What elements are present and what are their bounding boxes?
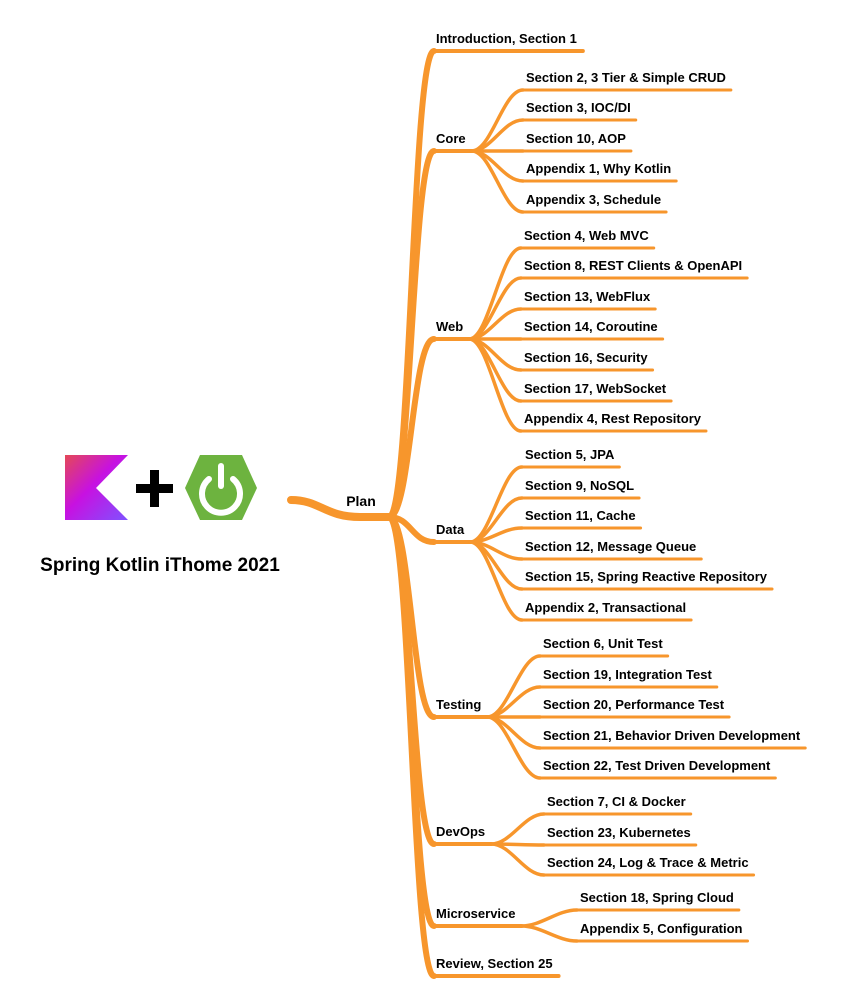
leaf-label: Appendix 1, Why Kotlin — [526, 161, 671, 176]
leaf-label: Section 8, REST Clients & OpenAPI — [524, 258, 742, 273]
leaf-label: Section 7, CI & Docker — [547, 794, 686, 809]
leaf-connector — [468, 465, 524, 544]
leaf-connector — [485, 654, 542, 719]
branch-connector — [386, 336, 437, 520]
leaf-label: Section 15, Spring Reactive Repository — [525, 569, 768, 584]
leaf-label: Section 4, Web MVC — [524, 228, 649, 243]
leaf-label: Section 23, Kubernetes — [547, 825, 691, 840]
leaf-label: Section 14, Coroutine — [524, 319, 658, 334]
leaf-connector — [467, 276, 523, 341]
leaf-label: Section 24, Log & Trace & Metric — [547, 855, 749, 870]
leaf-label: Section 20, Performance Test — [543, 697, 725, 712]
leaf-connector — [485, 715, 542, 780]
leaf-label: Section 9, NoSQL — [525, 478, 634, 493]
leaf-label: Appendix 2, Transactional — [525, 600, 686, 615]
leaf-connector — [489, 842, 546, 877]
leaf-label: Section 3, IOC/DI — [526, 100, 631, 115]
leaf-connector — [519, 908, 579, 928]
leaf-label: Section 6, Unit Test — [543, 636, 663, 651]
branch-connector — [386, 148, 437, 520]
branch-label: DevOps — [436, 824, 485, 839]
leaf-label: Appendix 5, Configuration — [580, 921, 743, 936]
leaf-label: Appendix 4, Rest Repository — [524, 411, 702, 426]
leaf-label: Section 10, AOP — [526, 131, 626, 146]
leaf-connector — [469, 149, 525, 214]
kotlin-logo-icon — [65, 455, 128, 520]
branch-label: Testing — [436, 697, 481, 712]
leaf-label: Section 2, 3 Tier & Simple CRUD — [526, 70, 726, 85]
spring-power-icon — [185, 455, 257, 520]
connector-lines — [287, 48, 807, 979]
branch-label: Microservice — [436, 906, 516, 921]
branch-label: Web — [436, 319, 463, 334]
caption-text: Spring Kotlin iThome 2021 — [40, 555, 280, 576]
leaf-label: Section 21, Behavior Driven Development — [543, 728, 801, 743]
leaf-label: Section 17, WebSocket — [524, 381, 667, 396]
leaf-label: Section 22, Test Driven Development — [543, 758, 771, 773]
branch-label: Data — [436, 522, 465, 537]
root-connector — [287, 496, 393, 521]
leaf-label: Section 16, Security — [524, 350, 648, 365]
leaf-connector — [519, 924, 579, 943]
branch-label: Introduction, Section 1 — [436, 31, 577, 46]
leaf-label: Section 12, Message Queue — [525, 539, 696, 554]
leaf-label: Section 13, WebFlux — [524, 289, 651, 304]
root-label: Plan — [346, 493, 376, 509]
leaf-connector — [467, 337, 523, 433]
leaf-label: Appendix 3, Schedule — [526, 192, 661, 207]
branch-label: Core — [436, 131, 466, 146]
leaf-label: Section 5, JPA — [525, 447, 615, 462]
leaf-label: Section 11, Cache — [525, 508, 636, 523]
plus-icon — [136, 470, 173, 507]
leaf-label: Section 18, Spring Cloud — [580, 890, 734, 905]
leaf-connector — [468, 540, 524, 622]
leaf-connector — [489, 812, 546, 846]
leaf-label: Section 19, Integration Test — [543, 667, 712, 682]
leaf-connector — [468, 526, 524, 544]
branch-connector — [386, 514, 437, 979]
branch-label: Review, Section 25 — [436, 956, 553, 971]
